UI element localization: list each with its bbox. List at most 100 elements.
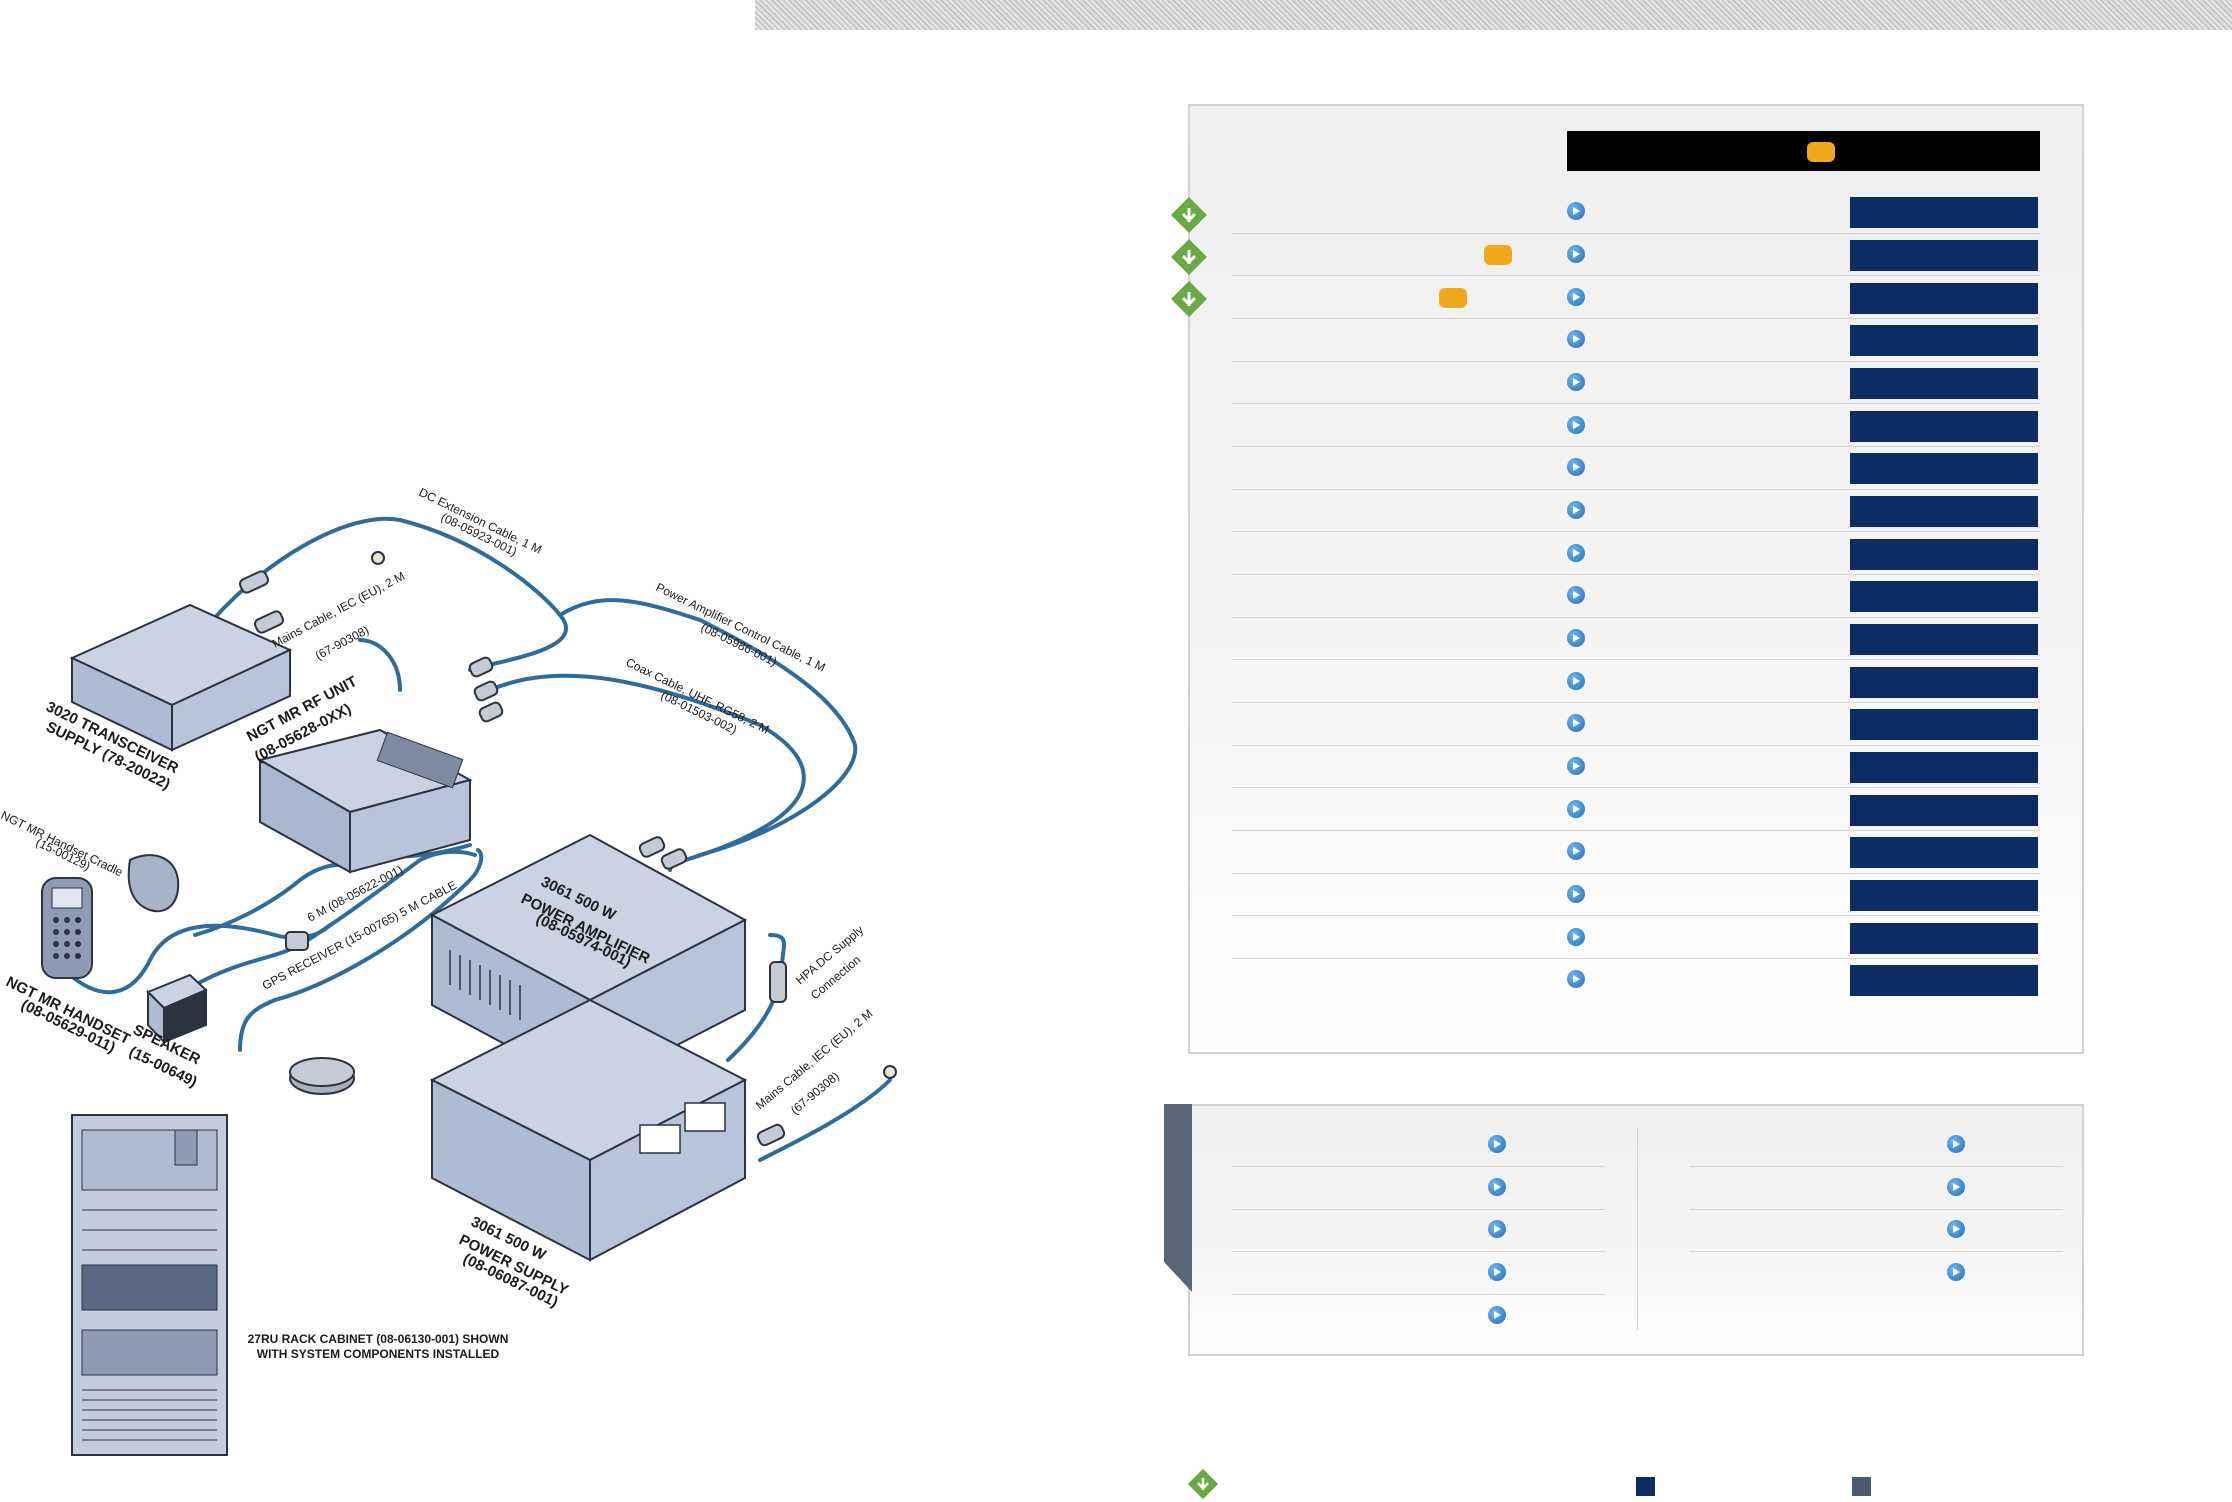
navy-cell-button[interactable] [1850, 795, 2038, 826]
table-row-divider [1232, 702, 2040, 703]
accessory-row-divider [1232, 1251, 1605, 1252]
accessory-row-divider [1690, 1251, 2063, 1252]
arrow-right-circle-icon[interactable] [1567, 288, 1585, 306]
green-diamond-icon [1171, 197, 1207, 233]
system-diagram: DC Extension Cable, 1 M (08-05923-001) P… [0, 485, 897, 1456]
arrow-right-circle-icon[interactable] [1567, 586, 1585, 604]
handset-drawing [41, 854, 180, 979]
navy-cell-button[interactable] [1850, 837, 2038, 868]
navy-cell-button[interactable] [1850, 581, 2038, 612]
navy-cell-button[interactable] [1850, 880, 2038, 911]
arrow-right-circle-icon[interactable] [1567, 714, 1585, 732]
table-row-divider [1232, 318, 2040, 319]
arrow-right-circle-icon[interactable] [1567, 202, 1585, 220]
arrow-right-circle-icon[interactable] [1567, 757, 1585, 775]
arrow-right-circle-icon[interactable] [1947, 1263, 1965, 1281]
accessories-panel-tab [1164, 1104, 1192, 1292]
rack-cabinet-drawing [71, 1114, 228, 1456]
navy-cell-button[interactable] [1850, 496, 2038, 527]
table-row-divider [1232, 745, 2040, 746]
table-row-divider [1232, 830, 2040, 831]
label-pa-control-cable: Power Amplifier Control Cable, 1 M [654, 580, 828, 674]
arrow-right-circle-icon[interactable] [1488, 1306, 1506, 1324]
green-diamond-icon [1171, 281, 1207, 317]
table-row-divider [1232, 275, 2040, 276]
accessory-row-divider [1232, 1166, 1605, 1167]
transceiver-supply-box [69, 603, 293, 752]
table-row-divider [1232, 361, 2040, 362]
label-mains-cable-top-pn: (67-90308) [313, 623, 371, 663]
table-row-divider [1232, 233, 2040, 234]
navy-cell-button[interactable] [1850, 624, 2038, 655]
navy-cell-button[interactable] [1850, 539, 2038, 570]
accessory-row-divider [1232, 1294, 1605, 1295]
speaker-drawing [146, 973, 208, 1045]
navy-cell-button[interactable] [1850, 965, 2038, 996]
table-row-divider [1232, 787, 2040, 788]
table-row-divider [1232, 915, 2040, 916]
arrow-right-circle-icon[interactable] [1567, 544, 1585, 562]
arrow-right-circle-icon[interactable] [1947, 1220, 1965, 1238]
table-row-divider [1232, 659, 2040, 660]
navy-cell-button[interactable] [1850, 923, 2038, 954]
table-row-divider [1232, 574, 2040, 575]
legend-green-diamond-icon [1187, 1468, 1219, 1500]
navy-cell-button[interactable] [1850, 667, 2038, 698]
arrow-right-circle-icon[interactable] [1567, 501, 1585, 519]
table-row-divider [1232, 403, 2040, 404]
arrow-right-circle-icon[interactable] [1567, 800, 1585, 818]
table-row-divider [1232, 958, 2040, 959]
navy-cell-button[interactable] [1850, 283, 2038, 314]
navy-cell-button[interactable] [1850, 411, 2038, 442]
power-supply-box [429, 998, 748, 1262]
arrow-right-circle-icon[interactable] [1567, 330, 1585, 348]
header-stripe [755, 0, 2232, 30]
navy-cell-button[interactable] [1850, 325, 2038, 356]
label-rack-cabinet-2: WITH SYSTEM COMPONENTS INSTALLED [257, 1347, 500, 1361]
accessory-row-divider [1690, 1166, 2063, 1167]
row-badge [1484, 245, 1512, 265]
arrow-right-circle-icon[interactable] [1488, 1135, 1506, 1153]
arrow-right-circle-icon[interactable] [1567, 458, 1585, 476]
table-row-divider [1232, 446, 2040, 447]
arrow-right-circle-icon[interactable] [1947, 1178, 1965, 1196]
arrow-right-circle-icon[interactable] [1567, 245, 1585, 263]
accessories-panel [1188, 1104, 2084, 1356]
arrow-right-circle-icon[interactable] [1567, 373, 1585, 391]
legend-gray-square [1852, 1477, 1871, 1496]
navy-cell-button[interactable] [1850, 709, 2038, 740]
table-row-divider [1232, 489, 2040, 490]
arrow-right-circle-icon[interactable] [1567, 928, 1585, 946]
table-row-divider [1232, 873, 2040, 874]
accessory-row-divider [1690, 1209, 2063, 1210]
navy-cell-button[interactable] [1850, 368, 2038, 399]
row-badge [1439, 288, 1467, 308]
label-rack-cabinet-1: 27RU RACK CABINET (08-06130-001) SHOWN [248, 1332, 509, 1346]
navy-cell-button[interactable] [1850, 240, 2038, 271]
navy-cell-button[interactable] [1850, 453, 2038, 484]
arrow-right-circle-icon[interactable] [1567, 842, 1585, 860]
arrow-right-circle-icon[interactable] [1567, 885, 1585, 903]
header-badge [1807, 142, 1835, 162]
navy-cell-button[interactable] [1850, 752, 2038, 783]
arrow-right-circle-icon[interactable] [1488, 1220, 1506, 1238]
table-row-divider [1232, 617, 2040, 618]
table-row-divider [1232, 531, 2040, 532]
rf-unit-box [257, 728, 473, 874]
arrow-right-circle-icon[interactable] [1567, 416, 1585, 434]
arrow-right-circle-icon[interactable] [1567, 970, 1585, 988]
label-dc-extension-cable: DC Extension Cable, 1 M [417, 485, 544, 557]
table-header-bar [1567, 131, 2040, 171]
arrow-right-circle-icon[interactable] [1488, 1178, 1506, 1196]
navy-cell-button[interactable] [1850, 197, 2038, 228]
accessory-row-divider [1232, 1209, 1605, 1210]
arrow-right-circle-icon[interactable] [1567, 672, 1585, 690]
arrow-right-circle-icon[interactable] [1567, 629, 1585, 647]
arrow-right-circle-icon[interactable] [1488, 1263, 1506, 1281]
label-handset-cradle: NGT MR Handset Cradle [0, 808, 125, 879]
accessories-column-divider [1637, 1128, 1638, 1330]
arrow-right-circle-icon[interactable] [1947, 1135, 1965, 1153]
green-diamond-icon [1171, 239, 1207, 275]
label-coax-cable: Coax Cable, UHF, RG58, 2 M [624, 655, 772, 737]
legend-navy-square [1636, 1477, 1655, 1496]
